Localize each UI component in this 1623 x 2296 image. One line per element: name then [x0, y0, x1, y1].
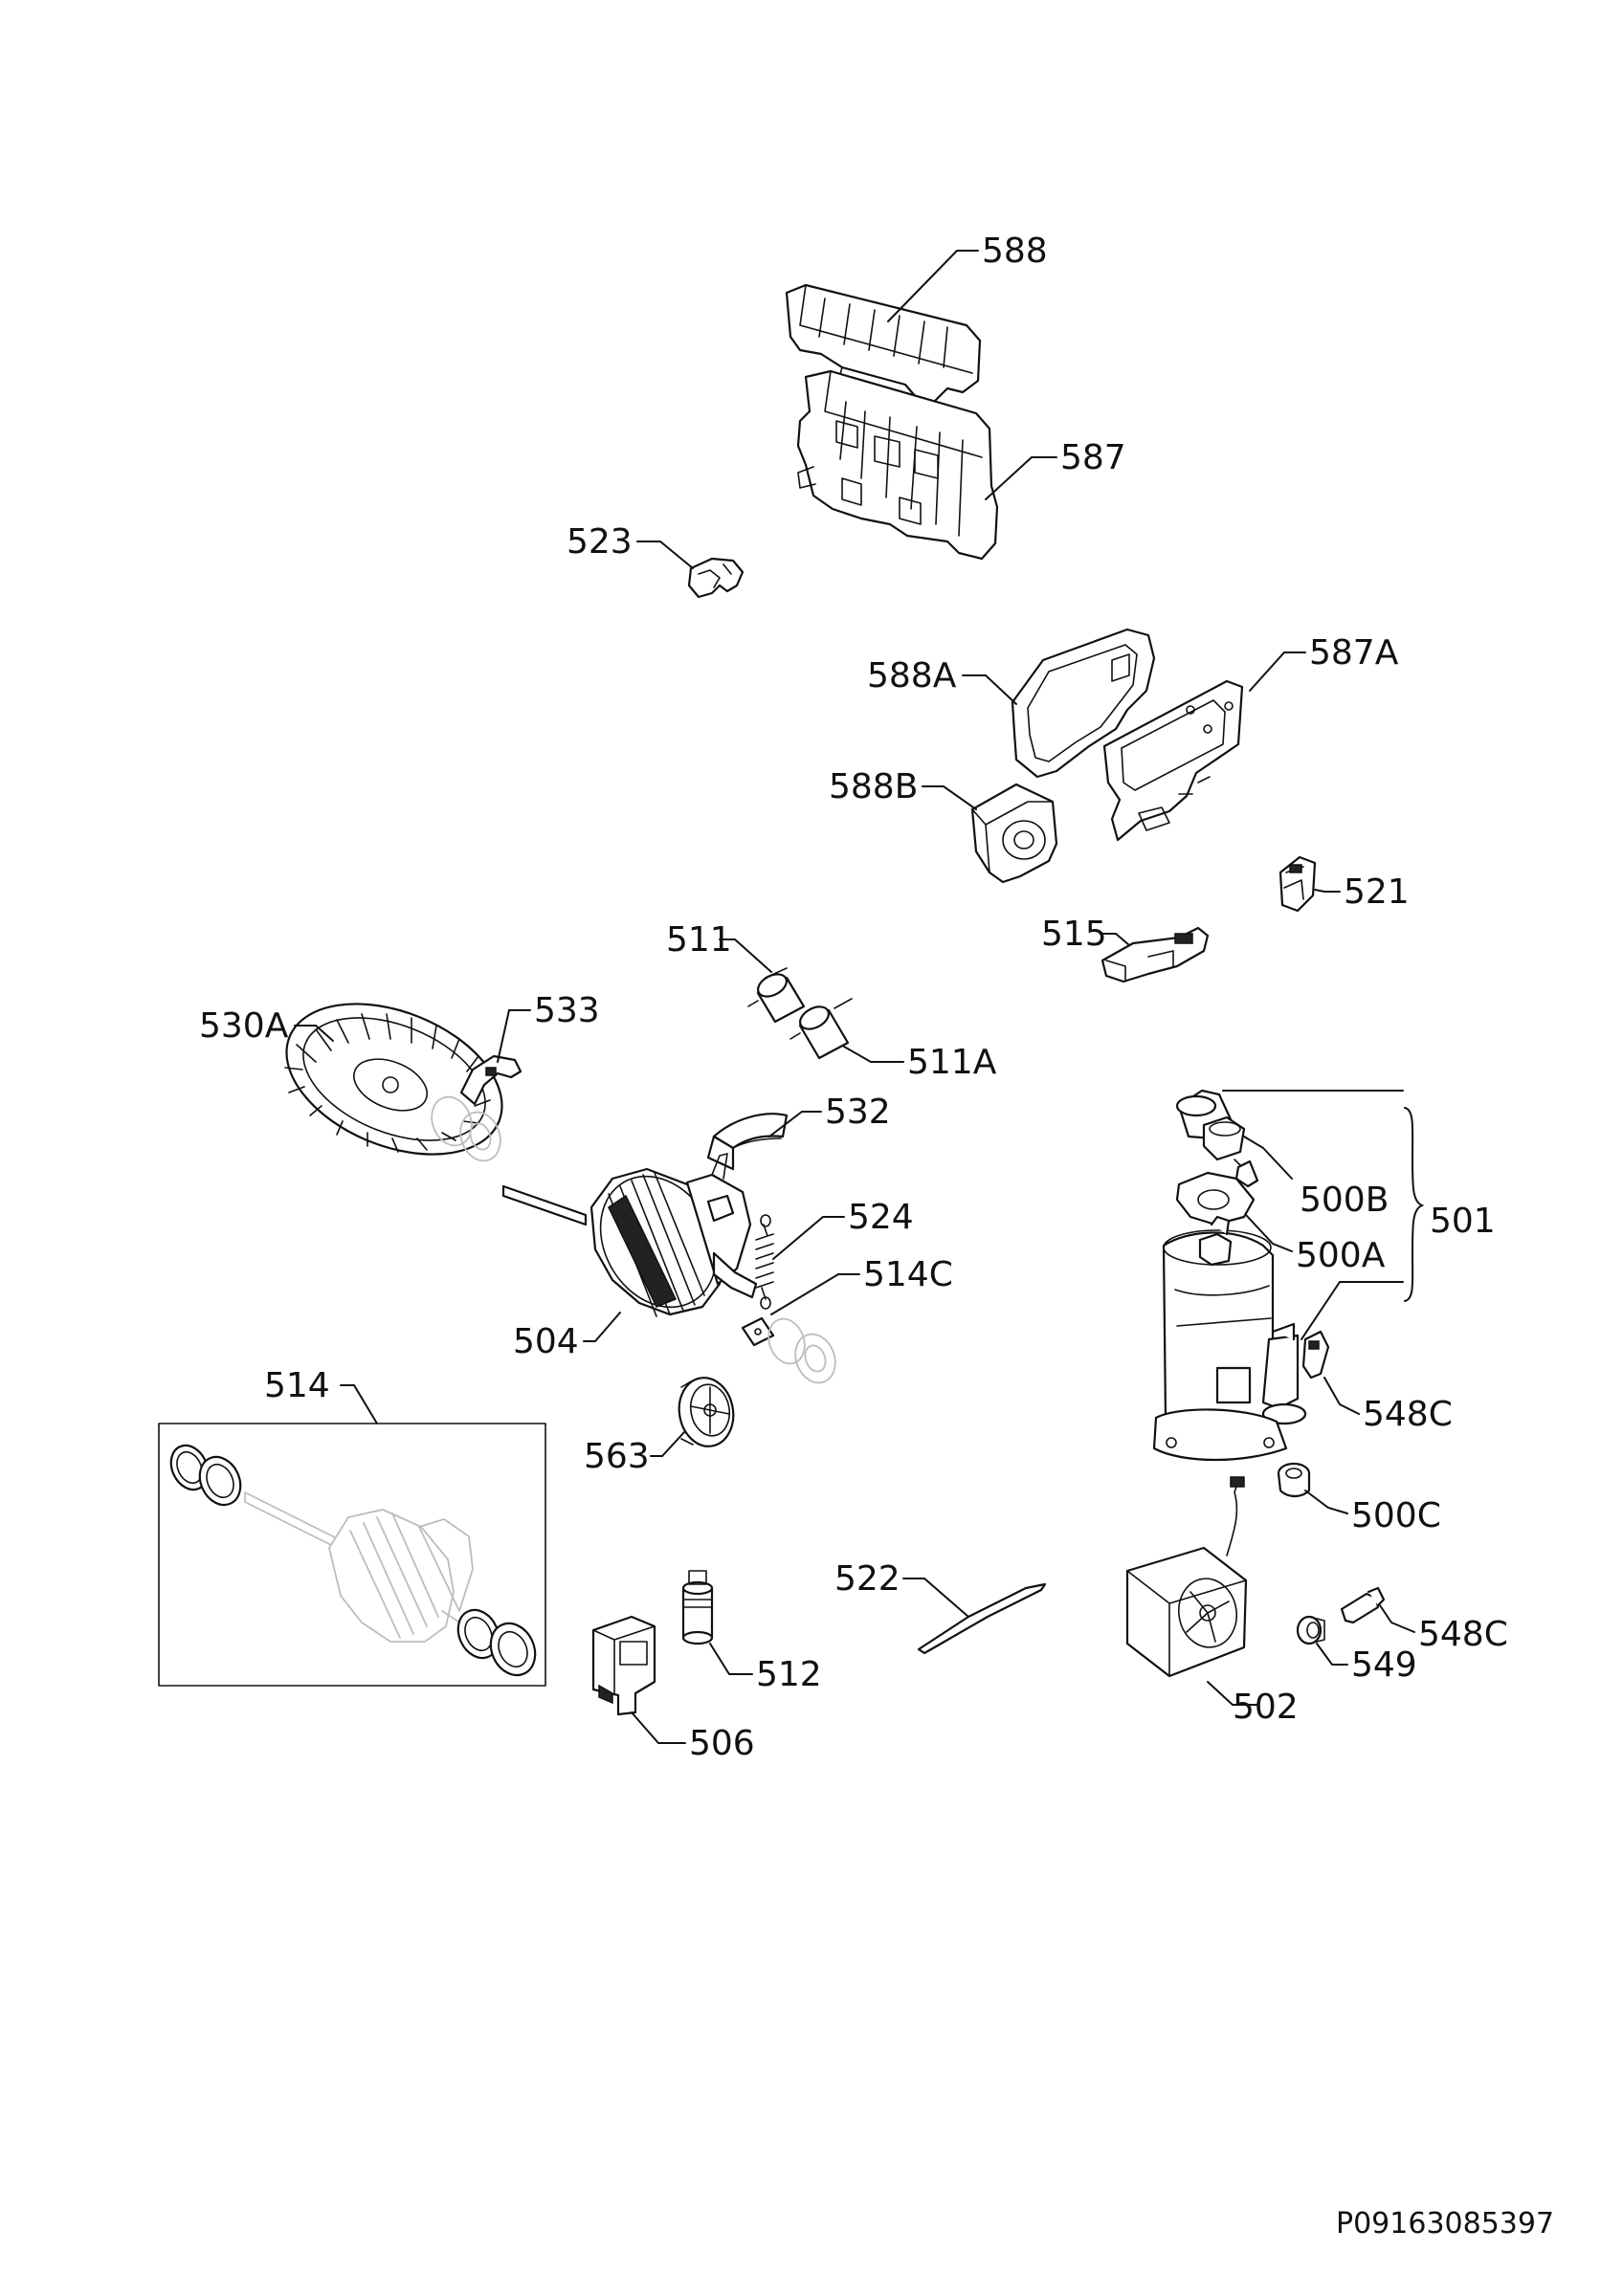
leader-521 [1314, 889, 1341, 893]
part-502-cooling-fan [1125, 1476, 1248, 1678]
callout-500B: 500B [1300, 1181, 1389, 1220]
callout-522: 522 [834, 1559, 900, 1599]
callout-514: 514 [264, 1366, 330, 1405]
callout-521: 521 [1344, 872, 1410, 912]
callout-511A: 511A [907, 1043, 997, 1082]
leader-514 [340, 1384, 378, 1424]
leader-522 [902, 1578, 969, 1618]
ghost-bearing-pair-upper [431, 1095, 501, 1162]
callout-563: 563 [584, 1437, 650, 1476]
callout-523: 523 [567, 522, 633, 562]
leader-532 [768, 1111, 822, 1137]
callout-502: 502 [1233, 1688, 1299, 1727]
callout-588: 588 [982, 232, 1048, 271]
callout-500C: 500C [1351, 1496, 1441, 1535]
leader-500A [1245, 1214, 1293, 1252]
leader-504 [583, 1312, 621, 1342]
callout-548C-top: 548C [1363, 1395, 1453, 1434]
leader-512 [709, 1643, 753, 1675]
part-504-motor [501, 1153, 758, 1317]
part-563-pulley [678, 1377, 735, 1447]
part-512-filter [681, 1570, 714, 1645]
leader-524 [772, 1216, 845, 1260]
part-524-spring [755, 1214, 774, 1310]
callout-530A: 530A [199, 1006, 289, 1046]
callout-511: 511 [666, 920, 732, 960]
part-532-motor-cover [706, 1113, 789, 1171]
callout-549: 549 [1351, 1645, 1417, 1685]
leader-506 [631, 1711, 686, 1744]
callout-504: 504 [513, 1322, 579, 1361]
callout-588B: 588B [829, 767, 918, 806]
callout-587: 587 [1060, 438, 1126, 477]
part-587A-display-board [1102, 679, 1244, 842]
leader-588A [962, 674, 1017, 705]
leader-500B [1243, 1136, 1293, 1180]
leader-514C [770, 1273, 860, 1315]
callout-501: 501 [1430, 1202, 1496, 1241]
part-515-sensor-assembly [1101, 926, 1210, 983]
leader-502 [1207, 1681, 1258, 1706]
leader-588B [922, 785, 977, 810]
bracket-501 [1404, 1107, 1425, 1302]
part-500B-valve [1175, 1089, 1259, 1188]
callout-524: 524 [848, 1198, 914, 1237]
callout-515: 515 [1041, 915, 1107, 954]
part-500C-grommet [1277, 1462, 1311, 1498]
callout-588A: 588A [867, 656, 957, 695]
leader-587A [1249, 651, 1306, 692]
part-523-cable-clamp [687, 557, 745, 599]
callout-500A: 500A [1296, 1236, 1386, 1275]
callout-532: 532 [825, 1093, 891, 1132]
leader-549 [1316, 1643, 1348, 1666]
part-514-bearing-kit [158, 1423, 546, 1687]
leader-523 [636, 541, 694, 569]
callout-548C-bottom: 548C [1418, 1615, 1508, 1654]
callout-506: 506 [689, 1724, 755, 1763]
callout-514C: 514C [863, 1255, 953, 1294]
ghost-bearing-pair-lower [767, 1317, 836, 1384]
part-514C-bearing-plate [741, 1316, 775, 1347]
part-compressor-body [1152, 1215, 1307, 1462]
leader-compressor-top [1301, 1281, 1404, 1340]
part-511A-capacitor [789, 998, 853, 1060]
part-548C-upper-sensor [1301, 1330, 1330, 1380]
leader-588 [887, 250, 979, 322]
leader-511 [719, 938, 772, 973]
part-587-electronic-board [796, 369, 999, 561]
part-500A-gasket [1175, 1171, 1256, 1226]
part-511-capacitor [747, 967, 806, 1024]
leader-530A [294, 1025, 334, 1042]
part-549-nut [1296, 1615, 1325, 1645]
part-506-pump [591, 1615, 656, 1716]
leader-511A [843, 1046, 904, 1063]
part-530A-fan-impeller [284, 1003, 503, 1156]
leader-548C-bottom [1379, 1604, 1415, 1633]
part-521-switch [1278, 855, 1317, 913]
part-533-strap [459, 1054, 522, 1106]
callout-512: 512 [756, 1655, 822, 1694]
leader-563 [650, 1430, 686, 1457]
leader-548C-top [1323, 1377, 1360, 1415]
leader-500C [1304, 1490, 1348, 1514]
leader-533 [497, 1009, 531, 1063]
part-588B-selector-module [970, 783, 1058, 884]
callout-587A: 587A [1309, 633, 1399, 673]
leader-587 [985, 456, 1057, 500]
part-522-strip [917, 1582, 1047, 1655]
leader-515 [1100, 933, 1130, 946]
document-id: P09163085397 [1336, 2207, 1554, 2241]
part-548C-lower-sensor [1340, 1586, 1386, 1624]
part-588A-display-frame [1011, 628, 1156, 779]
kit-frame [158, 1423, 546, 1687]
callout-533: 533 [534, 991, 600, 1030]
